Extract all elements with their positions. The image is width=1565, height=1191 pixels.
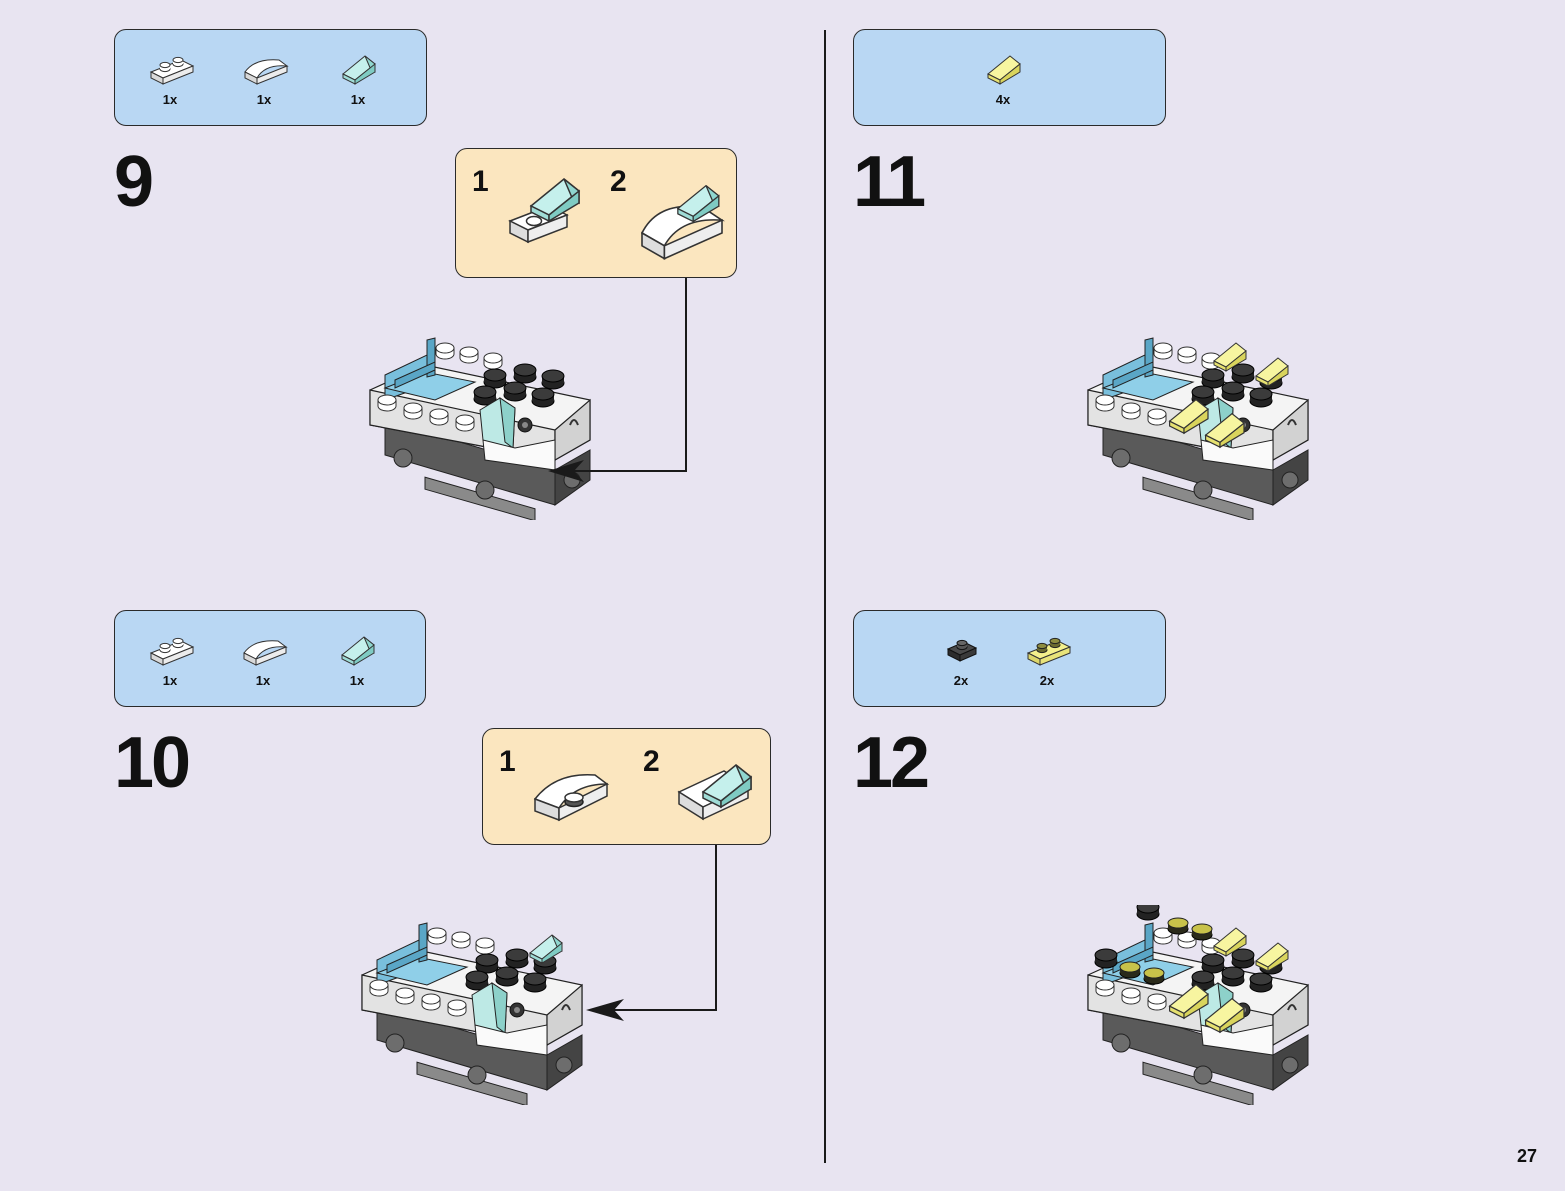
- trans-clear-slope-icon: [342, 55, 376, 85]
- white-curved-slope-icon: [244, 59, 288, 85]
- white-plate-1x2-icon: [150, 637, 194, 666]
- trans-yellow-slope-icon: [987, 55, 1021, 85]
- step-number: 9: [114, 142, 154, 222]
- step-number: 10: [114, 723, 191, 803]
- substep-number: 2: [643, 745, 660, 778]
- part-item: 1x: [322, 629, 392, 689]
- substep-illustration: [508, 178, 725, 260]
- substep-number: 1: [499, 745, 516, 778]
- parts-callout-step-11: 4x: [853, 29, 1166, 126]
- part-item: 1x: [323, 48, 393, 108]
- part-quantity: 1x: [256, 92, 272, 107]
- parts-callout-step-9: 1x 1x 1x: [114, 29, 427, 126]
- part-item: 1x: [228, 629, 298, 689]
- part-quantity: 4x: [995, 92, 1011, 107]
- step-12-model-illustration: [1078, 905, 1338, 1105]
- step-9-model-illustration: [360, 320, 620, 520]
- substep-number: 1: [472, 165, 489, 198]
- parts-callout-step-12: 2x 2x: [853, 610, 1166, 707]
- column-divider: [824, 30, 826, 1163]
- parts-callout-step-10: 1x 1x 1x: [114, 610, 426, 707]
- part-quantity: 1x: [162, 673, 178, 688]
- step-10-model-illustration: [352, 905, 612, 1105]
- white-curved-slope-icon: [243, 640, 287, 666]
- trans-clear-slope-icon: [341, 636, 375, 666]
- part-item: 4x: [968, 48, 1038, 108]
- white-plate-1x2-icon: [150, 56, 194, 85]
- part-quantity: 2x: [1039, 673, 1055, 688]
- black-tile-1x1-icon: [947, 639, 977, 662]
- yellow-plate-1x2-icon: [1027, 637, 1071, 666]
- substep-callout-step-10: 1 2: [482, 728, 771, 845]
- part-quantity: 1x: [350, 92, 366, 107]
- part-quantity: 1x: [349, 673, 365, 688]
- part-item: 2x: [926, 629, 996, 689]
- substep-number: 2: [610, 165, 627, 198]
- page-number: 27: [1516, 1146, 1537, 1166]
- part-item: 1x: [135, 48, 205, 108]
- part-quantity: 1x: [255, 673, 271, 688]
- step-number: 11: [853, 142, 926, 222]
- step-number: 12: [853, 723, 930, 803]
- step-11-model-illustration: [1078, 320, 1338, 520]
- part-item: 1x: [229, 48, 299, 108]
- substep-illustration: [533, 764, 752, 822]
- part-item: 2x: [1012, 629, 1082, 689]
- part-item: 1x: [135, 629, 205, 689]
- part-quantity: 1x: [162, 92, 178, 107]
- part-quantity: 2x: [953, 673, 969, 688]
- substep-callout-step-9: 1 2: [455, 148, 737, 278]
